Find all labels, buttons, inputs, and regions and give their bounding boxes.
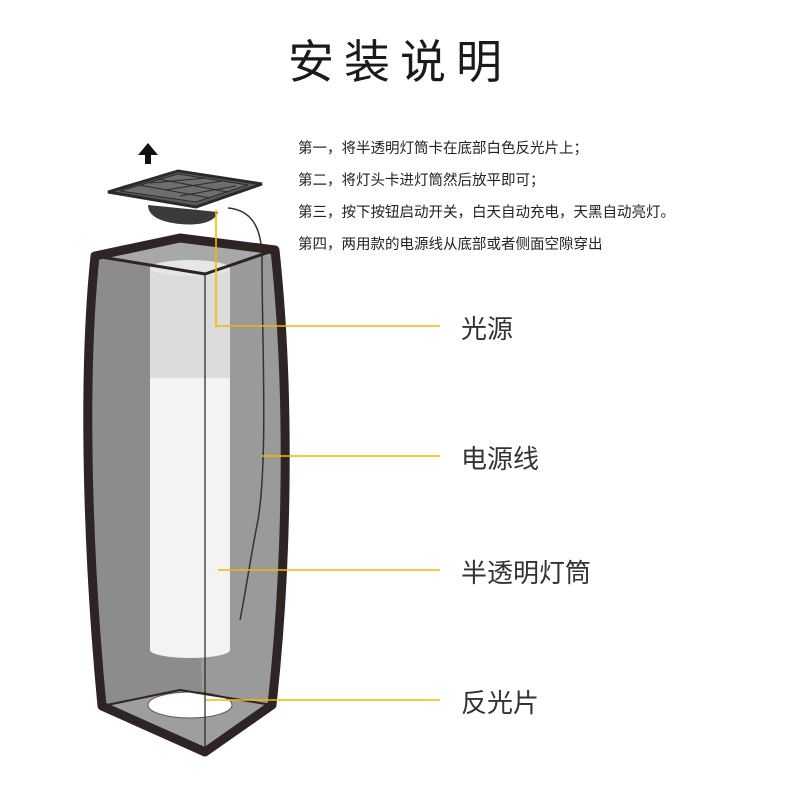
translucent-tube xyxy=(150,260,230,658)
step-4: 第四，两用款的电源线从底部或者侧面空隙穿出 xyxy=(298,237,603,253)
solar-panel-head xyxy=(107,169,263,225)
power-cord-line xyxy=(227,207,265,621)
step-3: 第三，按下按钮启动开关，白天自动充电，天黑自动亮灯。 xyxy=(298,205,675,221)
up-arrow-icon xyxy=(138,143,158,164)
callout-lines xyxy=(206,210,440,701)
step-1: 第一，将半透明灯筒卡在底部白色反光片上； xyxy=(298,141,588,157)
label-light-source: 光源 xyxy=(461,315,514,345)
label-power-cord: 电源线 xyxy=(461,445,540,475)
label-reflector: 反光片 xyxy=(461,689,540,719)
step-2: 第二，将灯头卡进灯筒然后放平即可； xyxy=(298,173,545,189)
label-tube: 半透明灯筒 xyxy=(461,559,592,589)
instruction-steps: 第一，将半透明灯筒卡在底部白色反光片上； 第二，将灯头卡进灯筒然后放平即可； 第… xyxy=(298,133,675,261)
page-title: 安装说明 xyxy=(288,35,512,89)
callout-line-light-source xyxy=(215,210,440,327)
